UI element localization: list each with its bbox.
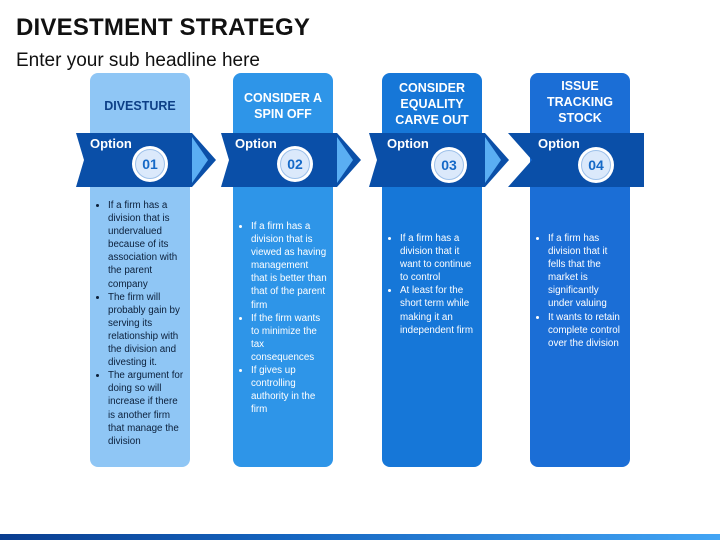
number-badge: 04: [578, 147, 614, 183]
bullet-item: If a firm has a division that is viewed …: [251, 220, 327, 312]
bullet-item: The firm will probably gain by serving i…: [108, 291, 184, 370]
number-text: 01: [135, 149, 165, 179]
page-title: DIVESTMENT STRATEGY: [16, 14, 311, 41]
bullet-item: If a firm has a division that it want to…: [400, 232, 476, 284]
option-label: Option: [235, 136, 277, 151]
option-label: Option: [387, 136, 429, 151]
option-bullets: If a firm has division that it fells tha…: [530, 232, 630, 350]
number-text: 02: [280, 149, 310, 179]
option-band-4: Option 04: [508, 133, 644, 187]
number-badge: 03: [431, 147, 467, 183]
option-heading: CONSIDER A SPIN OFF: [243, 91, 322, 121]
option-label: Option: [538, 136, 580, 151]
option-heading: ISSUE TRACKING STOCK: [547, 79, 613, 125]
bullet-item: If gives up controlling authority in the…: [251, 364, 327, 416]
number-text: 04: [581, 150, 611, 180]
option-heading: DIVESTURE: [104, 99, 176, 113]
option-bullets: If a firm has a division that is underva…: [90, 199, 190, 448]
option-label: Option: [90, 136, 132, 151]
option-bullets: If a firm has a division that is viewed …: [233, 220, 333, 416]
bullet-item: If a firm has division that it fells tha…: [548, 232, 624, 311]
bullet-item: It wants to retain complete control over…: [548, 311, 624, 350]
bullet-item: The argument for doing so will increase …: [108, 369, 184, 448]
option-band-1: Option 01: [76, 133, 216, 187]
option-heading: CONSIDER EQUALITY CARVE OUT: [395, 81, 469, 127]
option-band-2: Option 02: [221, 133, 361, 187]
number-text: 03: [434, 150, 464, 180]
option-band-3: Option 03: [369, 133, 509, 187]
number-badge: 02: [277, 146, 313, 182]
bottom-accent-bar: [0, 534, 720, 540]
bullet-item: If the firm wants to minimize the tax co…: [251, 312, 327, 364]
bullet-item: At least for the short term while making…: [400, 284, 476, 336]
page-subtitle: Enter your sub headline here: [16, 50, 260, 71]
bullet-item: If a firm has a division that is underva…: [108, 199, 184, 291]
number-badge: 01: [132, 146, 168, 182]
option-bullets: If a firm has a division that it want to…: [382, 232, 482, 337]
